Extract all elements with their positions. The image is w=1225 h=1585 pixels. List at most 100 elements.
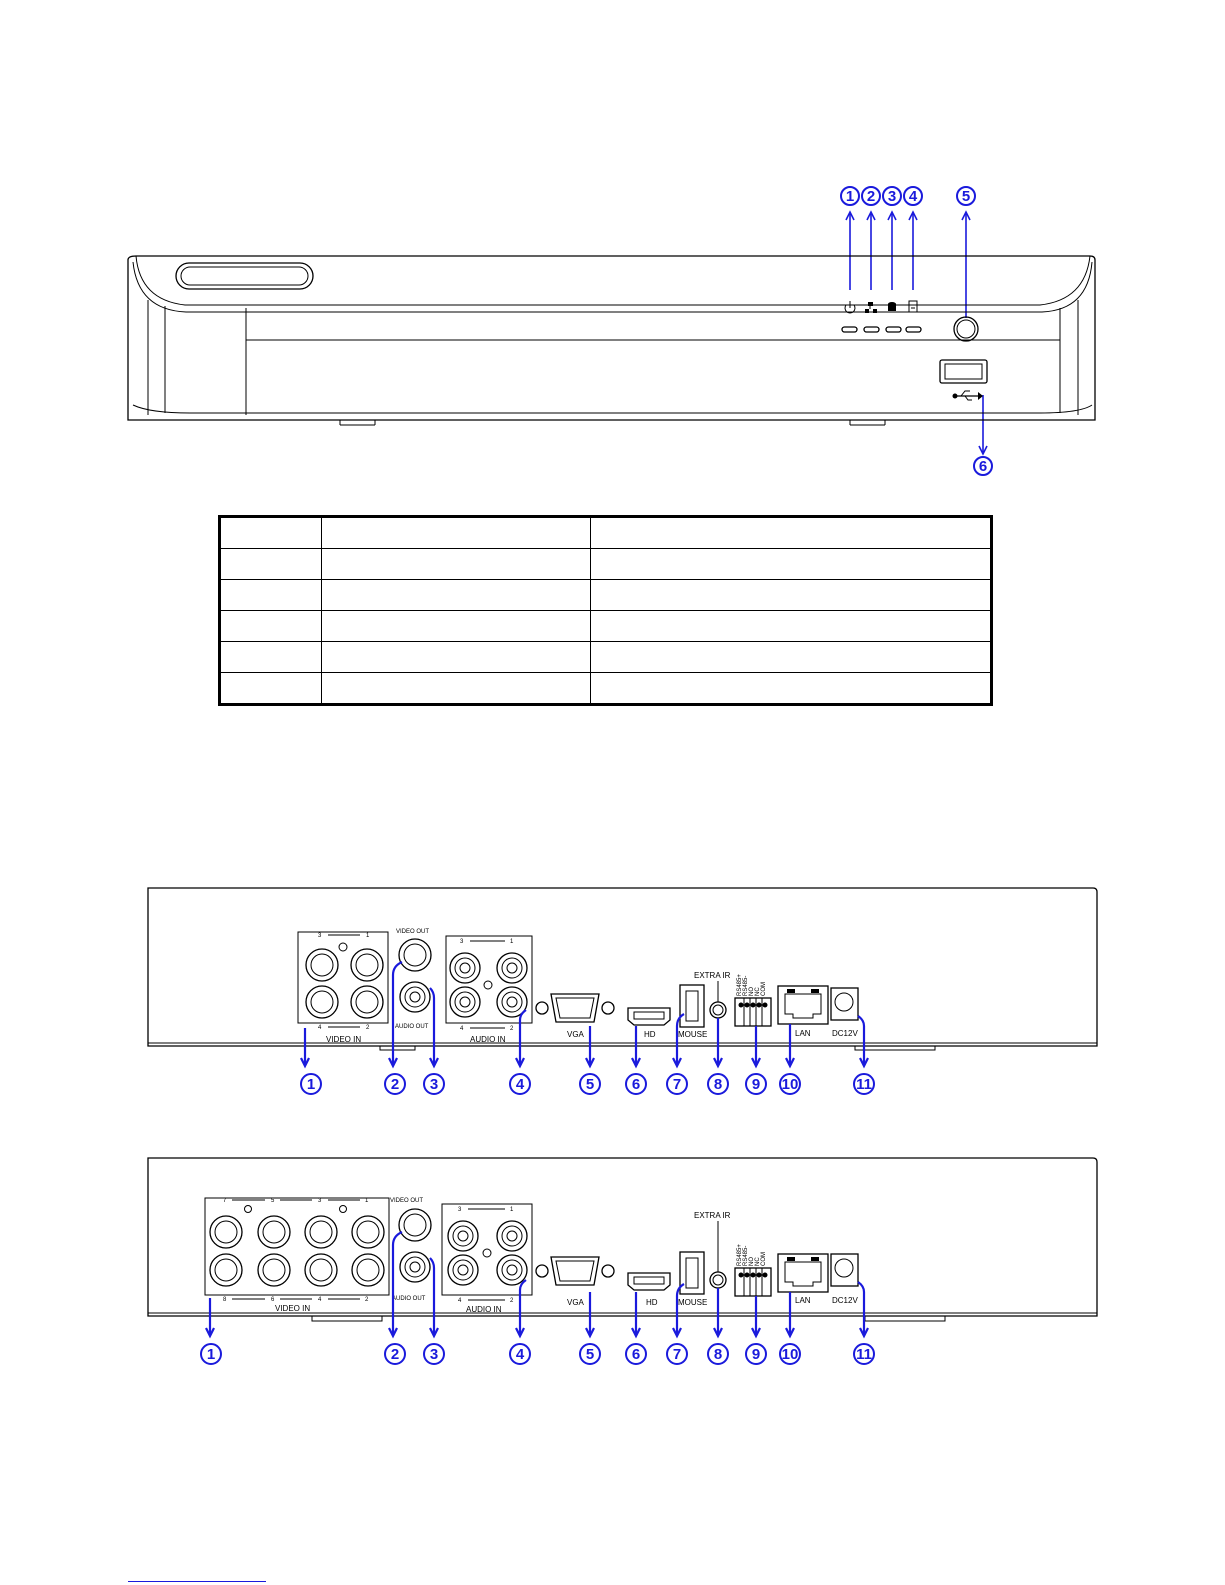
rear-arrows-8ch bbox=[205, 1230, 869, 1339]
svg-text:4: 4 bbox=[516, 1346, 525, 1363]
rear-panel-4ch-diagram: 3 1 4 2 VIDEO IN VIDEO OUT AUDIO OUT 3 1… bbox=[147, 887, 1098, 1095]
svg-text:5: 5 bbox=[962, 188, 970, 205]
svg-text:6: 6 bbox=[632, 1346, 640, 1363]
svg-text:RS485+: RS485+ bbox=[737, 974, 743, 996]
svg-text:2: 2 bbox=[510, 1026, 514, 1032]
svg-text:VIDEO OUT: VIDEO OUT bbox=[390, 1198, 423, 1204]
svg-text:7: 7 bbox=[673, 1346, 681, 1363]
svg-text:5: 5 bbox=[271, 1198, 275, 1204]
rear-arrows-4ch bbox=[300, 960, 869, 1069]
alarm-rs485-terminal: RS485+ RS485- NO NC COM bbox=[734, 1244, 772, 1297]
svg-text:3: 3 bbox=[430, 1076, 438, 1093]
svg-text:VGA: VGA bbox=[567, 1298, 585, 1307]
front-panel-diagram: 1 2 3 4 5 6 bbox=[127, 186, 1096, 476]
svg-text:10: 10 bbox=[782, 1346, 799, 1363]
svg-text:COM: COM bbox=[761, 982, 767, 996]
svg-text:MOUSE: MOUSE bbox=[678, 1298, 707, 1307]
extra-ir-port: EXTRA IR bbox=[694, 971, 731, 1019]
svg-text:1: 1 bbox=[207, 1346, 215, 1363]
svg-text:9: 9 bbox=[752, 1346, 760, 1363]
audio-in-block: 3 1 4 2 AUDIO IN bbox=[441, 1203, 533, 1314]
hdd-icon bbox=[888, 302, 896, 311]
svg-text:HD: HD bbox=[646, 1298, 658, 1307]
svg-text:LAN: LAN bbox=[795, 1029, 811, 1038]
svg-text:VIDEO OUT: VIDEO OUT bbox=[396, 929, 429, 935]
dvr-front-body bbox=[127, 255, 1096, 426]
svg-text:AUDIO OUT: AUDIO OUT bbox=[395, 1024, 429, 1030]
hdmi-port: HD bbox=[627, 1272, 671, 1307]
svg-text:2: 2 bbox=[391, 1076, 399, 1093]
svg-text:VIDEO IN: VIDEO IN bbox=[275, 1304, 310, 1313]
hdmi-port: HD bbox=[627, 1007, 671, 1039]
svg-text:3: 3 bbox=[888, 188, 896, 205]
svg-text:DC12V: DC12V bbox=[832, 1029, 858, 1038]
svg-text:8: 8 bbox=[714, 1346, 722, 1363]
svg-text:1: 1 bbox=[510, 939, 514, 945]
svg-text:1: 1 bbox=[307, 1076, 315, 1093]
rear-body-4ch bbox=[147, 887, 1098, 1051]
svg-text:10: 10 bbox=[782, 1076, 799, 1093]
rear-callouts-8ch: 1 2 3 4 5 6 7 8 9 10 11 bbox=[200, 1343, 875, 1365]
svg-text:6: 6 bbox=[632, 1076, 640, 1093]
svg-text:NO: NO bbox=[749, 987, 755, 996]
table-row bbox=[219, 672, 992, 705]
rear-body-8ch bbox=[147, 1157, 1098, 1322]
svg-text:DC12V: DC12V bbox=[832, 1296, 858, 1305]
svg-text:6: 6 bbox=[979, 458, 987, 475]
video-audio-out-block: VIDEO OUT AUDIO OUT bbox=[395, 929, 432, 1030]
svg-text:1: 1 bbox=[846, 188, 854, 205]
svg-text:EXTRA IR: EXTRA IR bbox=[694, 1211, 731, 1220]
svg-text:4: 4 bbox=[458, 1298, 462, 1304]
svg-text:NC: NC bbox=[755, 1257, 761, 1266]
svg-text:8: 8 bbox=[223, 1297, 227, 1303]
svg-text:AUDIO IN: AUDIO IN bbox=[466, 1305, 502, 1314]
usb-port bbox=[939, 359, 988, 384]
vga-port: VGA bbox=[535, 993, 615, 1039]
svg-text:MOUSE: MOUSE bbox=[678, 1030, 707, 1039]
svg-text:5: 5 bbox=[586, 1076, 594, 1093]
svg-text:COM: COM bbox=[761, 1252, 767, 1266]
table-row bbox=[219, 516, 992, 549]
svg-text:11: 11 bbox=[856, 1346, 872, 1363]
table-row bbox=[219, 610, 992, 642]
front-callout-2: 2 bbox=[861, 186, 881, 206]
front-callout-5: 5 bbox=[956, 186, 976, 206]
svg-text:8: 8 bbox=[714, 1076, 722, 1093]
svg-text:4: 4 bbox=[516, 1076, 525, 1093]
svg-text:AUDIO OUT: AUDIO OUT bbox=[392, 1296, 426, 1302]
dc12v-power-port: DC12V bbox=[830, 1253, 859, 1305]
network-icon bbox=[865, 302, 877, 313]
svg-text:VIDEO IN: VIDEO IN bbox=[326, 1035, 361, 1044]
table-row bbox=[219, 579, 992, 611]
lan-port: LAN bbox=[777, 1253, 829, 1305]
record-icon bbox=[908, 300, 918, 313]
svg-text:2: 2 bbox=[510, 1298, 514, 1304]
lan-port: LAN bbox=[777, 985, 829, 1038]
svg-text:RS485-: RS485- bbox=[743, 1246, 749, 1266]
svg-text:2: 2 bbox=[365, 1297, 369, 1303]
svg-text:4: 4 bbox=[318, 1297, 322, 1303]
svg-text:6: 6 bbox=[271, 1297, 275, 1303]
svg-text:RS485-: RS485- bbox=[743, 976, 749, 996]
video-audio-out-block: VIDEO OUT AUDIO OUT bbox=[390, 1198, 432, 1302]
extra-ir-port: EXTRA IR bbox=[694, 1211, 731, 1289]
front-callout-6: 6 bbox=[973, 456, 993, 476]
svg-text:EXTRA IR: EXTRA IR bbox=[694, 971, 731, 980]
table-row bbox=[219, 641, 992, 673]
svg-text:2: 2 bbox=[391, 1346, 399, 1363]
front-arrows bbox=[845, 210, 988, 456]
svg-text:HD: HD bbox=[644, 1030, 656, 1039]
front-callout-1: 1 bbox=[840, 186, 860, 206]
video-in-block: 3 1 4 2 VIDEO IN bbox=[297, 931, 389, 1044]
svg-text:7: 7 bbox=[673, 1076, 681, 1093]
svg-text:1: 1 bbox=[510, 1207, 514, 1213]
svg-text:3: 3 bbox=[458, 1207, 462, 1213]
svg-text:1: 1 bbox=[365, 1198, 369, 1204]
svg-text:11: 11 bbox=[856, 1076, 872, 1093]
mouse-usb-port: MOUSE bbox=[678, 984, 707, 1039]
svg-text:7: 7 bbox=[223, 1198, 227, 1204]
dc12v-power-port: DC12V bbox=[830, 987, 859, 1038]
svg-text:RS485+: RS485+ bbox=[737, 1244, 743, 1266]
led-indicators bbox=[841, 326, 922, 333]
video-in-block: 7 5 3 1 8 6 4 2 VIDEO IN bbox=[204, 1197, 390, 1313]
